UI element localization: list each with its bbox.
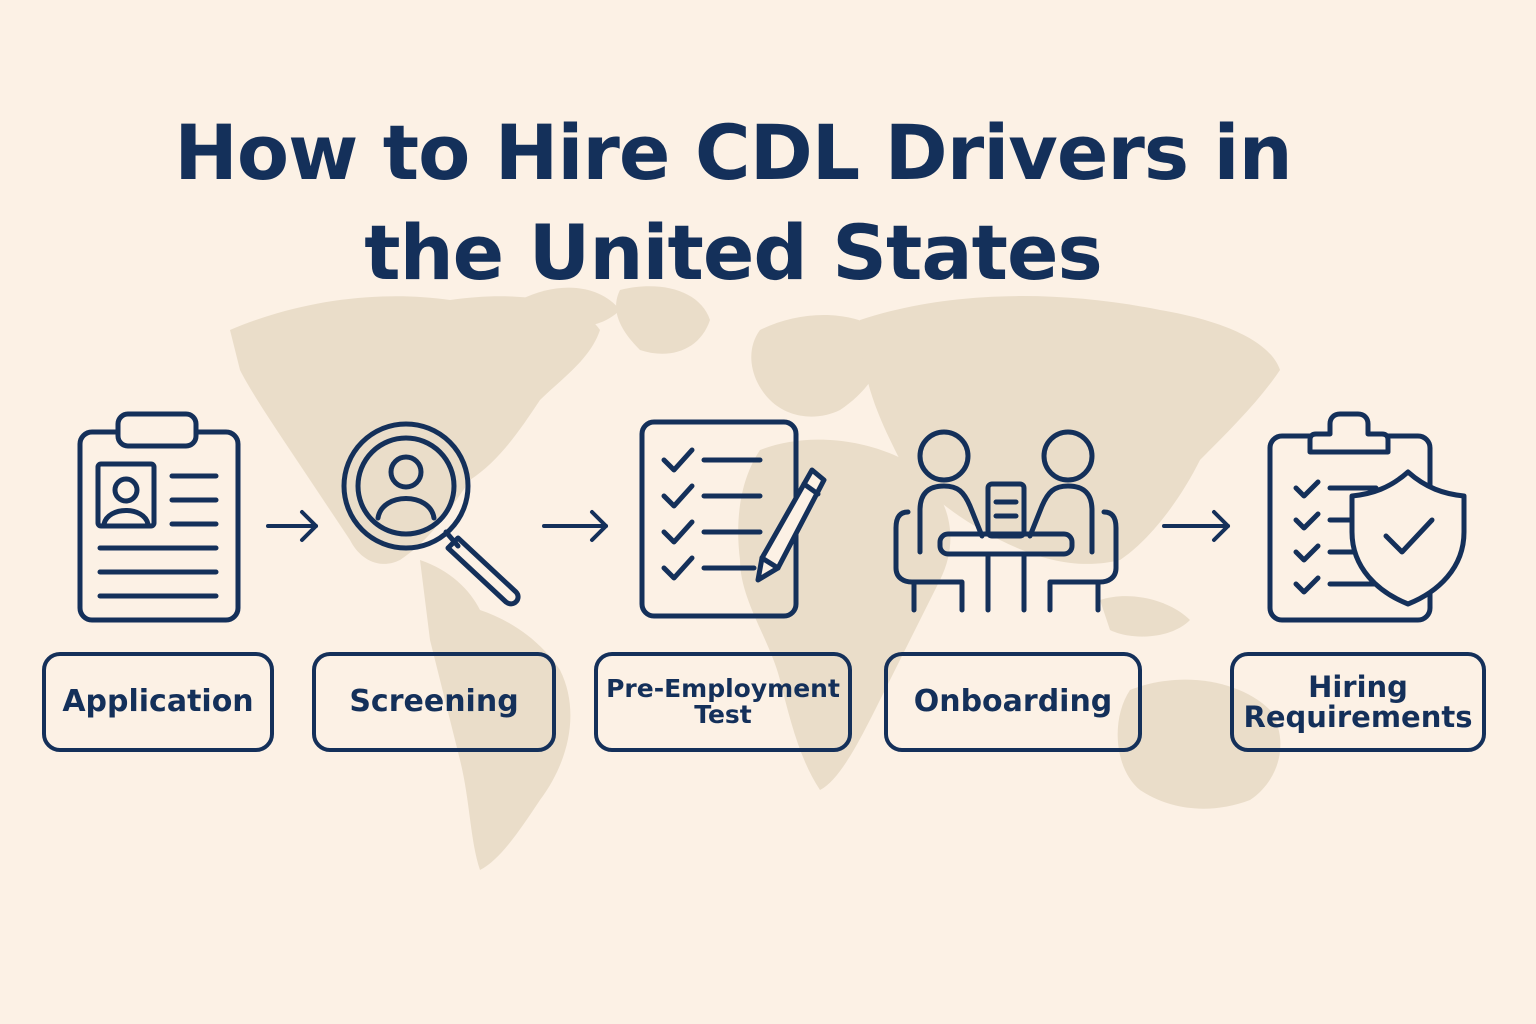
magnifier-person-icon (340, 420, 530, 610)
label-text-line-1: Hiring (1308, 669, 1408, 704)
label-text: Application (62, 684, 254, 720)
application-clipboard-icon (76, 410, 242, 624)
clipboard-shield-icon (1266, 411, 1470, 624)
label-text-line-1: Pre-Employment (606, 673, 840, 703)
arrow-right-icon (1162, 508, 1234, 544)
step-onboarding-label: Onboarding (884, 652, 1142, 752)
checklist-pencil-icon (638, 418, 834, 620)
arrow-right-icon (542, 508, 612, 544)
step-screening-label: Screening (312, 652, 556, 752)
arrow-right-icon (266, 508, 322, 544)
label-text-line-2: Test (694, 700, 752, 729)
page-title-line-2: the United States (364, 208, 1103, 297)
step-hiring-requirements-label: Hiring Requirements (1230, 652, 1486, 752)
meeting-table-icon (892, 428, 1120, 614)
label-text: Onboarding (913, 684, 1113, 720)
label-text: Screening (349, 684, 519, 720)
step-application-label: Application (42, 652, 274, 752)
label-text-line-2: Requirements (1243, 700, 1473, 734)
page-title-line-1: How to Hire CDL Drivers in (174, 108, 1292, 197)
step-pre-employment-test-label: Pre-Employment Test (594, 652, 852, 752)
